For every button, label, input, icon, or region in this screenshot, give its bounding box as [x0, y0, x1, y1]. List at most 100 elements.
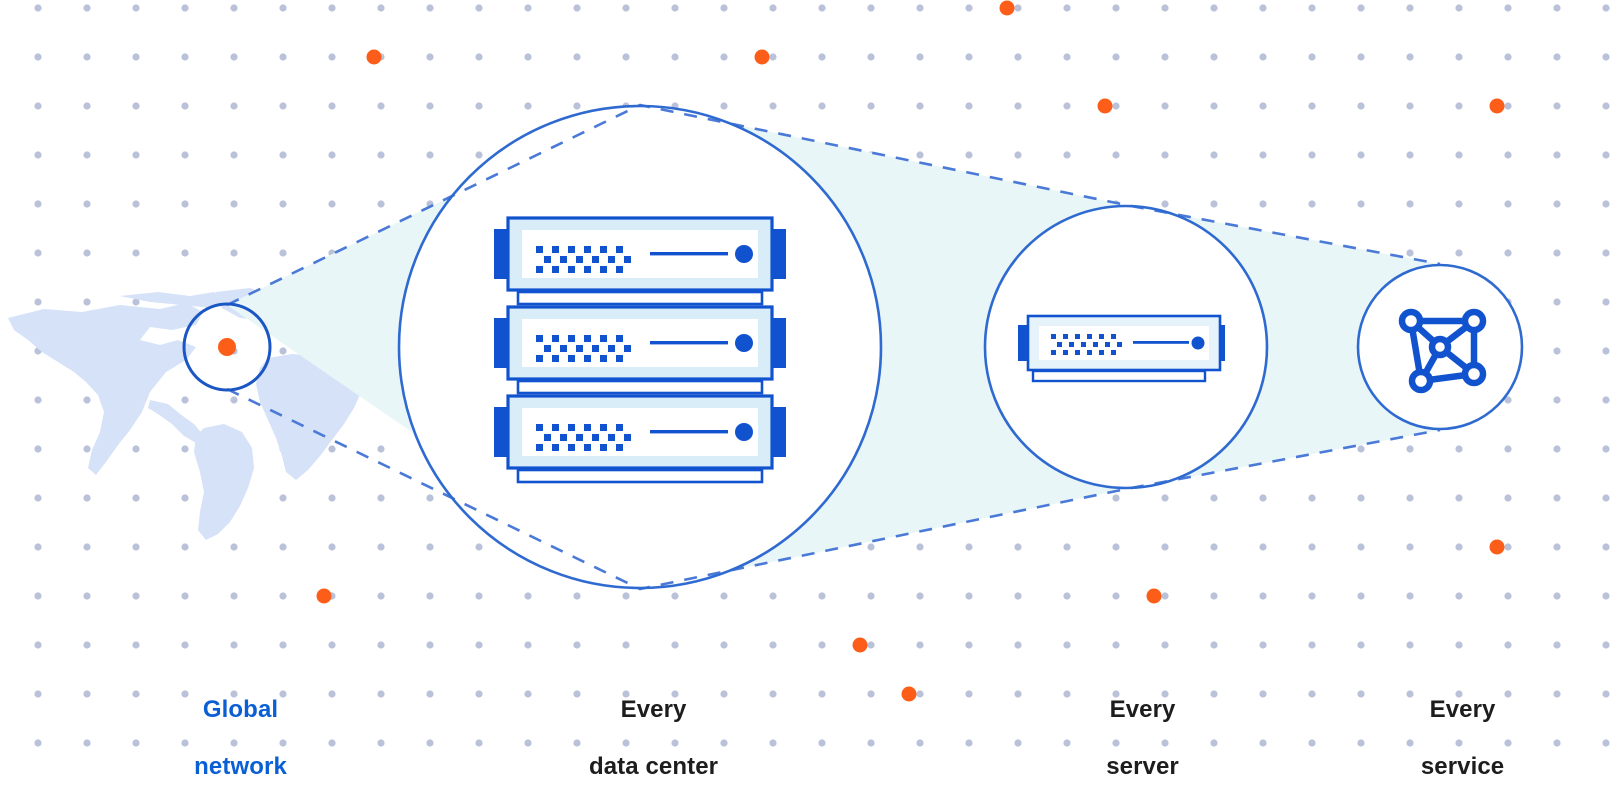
grid-dot — [1357, 739, 1365, 747]
grid-dot — [1259, 592, 1267, 600]
grid-dot — [622, 53, 630, 61]
grid-dot — [1553, 494, 1561, 502]
grid-dot — [1161, 592, 1169, 600]
grid-dot — [1455, 4, 1463, 12]
grid-dot — [1602, 690, 1610, 698]
grid-dot — [1455, 445, 1463, 453]
grid-dot — [1210, 53, 1218, 61]
grid-dot — [279, 543, 287, 551]
grid-dot — [1161, 543, 1169, 551]
stage-circle-global-network[interactable] — [182, 302, 272, 392]
mesh-network-nodes-icon — [1398, 308, 1487, 394]
grid-dot — [720, 690, 728, 698]
grid-dot — [1259, 53, 1267, 61]
grid-dot — [1504, 592, 1512, 600]
grid-dot — [328, 53, 336, 61]
grid-dot — [769, 102, 777, 110]
orange-accent-dot — [852, 637, 868, 653]
grid-dot — [279, 151, 287, 159]
grid-dot — [83, 4, 91, 12]
grid-dot — [132, 494, 140, 502]
grid-dot — [83, 445, 91, 453]
grid-dot — [1504, 739, 1512, 747]
server-unit-single — [1018, 314, 1225, 372]
grid-dot — [1602, 543, 1610, 551]
grid-dot — [1014, 641, 1022, 649]
grid-dot — [132, 102, 140, 110]
grid-dot — [328, 200, 336, 208]
grid-dot — [181, 4, 189, 12]
stage-label-global-network: Global network — [127, 668, 327, 810]
grid-dot — [1210, 494, 1218, 502]
grid-dot — [916, 739, 924, 747]
grid-dot — [720, 641, 728, 649]
grid-dot — [965, 4, 973, 12]
grid-dot — [671, 4, 679, 12]
grid-dot — [622, 592, 630, 600]
grid-dot — [1210, 641, 1218, 649]
grid-dot — [1063, 4, 1071, 12]
orange-accent-dot — [1146, 588, 1162, 604]
stage-circle-every-server[interactable] — [983, 204, 1269, 490]
grid-dot — [769, 592, 777, 600]
grid-dot — [475, 641, 483, 649]
grid-dot — [279, 494, 287, 502]
grid-dot — [34, 200, 42, 208]
grid-dot — [328, 151, 336, 159]
diagram-canvas: Global network Every data center Every s… — [8, 0, 1610, 780]
grid-dot — [1210, 200, 1218, 208]
orange-accent-dot — [1489, 98, 1505, 114]
grid-dot — [1210, 739, 1218, 747]
grid-dot — [83, 739, 91, 747]
grid-dot — [1063, 151, 1071, 159]
grid-dot — [769, 739, 777, 747]
stage-label-every-data-center-line1: Every — [620, 696, 687, 724]
grid-dot — [279, 592, 287, 600]
grid-dot — [83, 396, 91, 404]
grid-dot — [671, 53, 679, 61]
grid-dot — [1504, 396, 1512, 404]
grid-dot — [132, 641, 140, 649]
grid-dot — [1259, 4, 1267, 12]
grid-dot — [1259, 641, 1267, 649]
stage-circle-every-service[interactable] — [1356, 263, 1524, 431]
grid-dot — [1112, 53, 1120, 61]
grid-dot — [1112, 543, 1120, 551]
grid-dot — [524, 102, 532, 110]
grid-dot — [83, 151, 91, 159]
grid-dot — [1504, 445, 1512, 453]
grid-dot — [132, 298, 140, 306]
grid-dot — [181, 396, 189, 404]
grid-dot — [34, 690, 42, 698]
grid-dot — [1357, 151, 1365, 159]
grid-dot — [720, 4, 728, 12]
grid-dot — [1602, 641, 1610, 649]
grid-dot — [1308, 494, 1316, 502]
grid-dot — [720, 592, 728, 600]
stage-label-every-service-line1: Every — [1429, 696, 1496, 724]
grid-dot — [524, 739, 532, 747]
grid-dot — [720, 53, 728, 61]
grid-dot — [671, 641, 679, 649]
grid-dot — [1602, 200, 1610, 208]
grid-dot — [132, 151, 140, 159]
grid-dot — [1308, 592, 1316, 600]
grid-dot — [34, 739, 42, 747]
grid-dot — [1014, 151, 1022, 159]
grid-dot — [1455, 739, 1463, 747]
grid-dot — [1112, 739, 1120, 747]
grid-dot — [1112, 690, 1120, 698]
grid-dot — [1406, 445, 1414, 453]
grid-dot — [1014, 102, 1022, 110]
orange-accent-dot — [901, 686, 917, 702]
server-unit-2 — [494, 305, 786, 381]
grid-dot — [573, 102, 581, 110]
grid-dot — [328, 739, 336, 747]
map-location-pin-icon — [218, 338, 236, 356]
grid-dot — [524, 592, 532, 600]
grid-dot — [1063, 53, 1071, 61]
grid-dot — [1602, 347, 1610, 355]
grid-dot — [1210, 102, 1218, 110]
grid-dot — [867, 690, 875, 698]
stage-circle-every-data-center[interactable] — [397, 104, 883, 590]
